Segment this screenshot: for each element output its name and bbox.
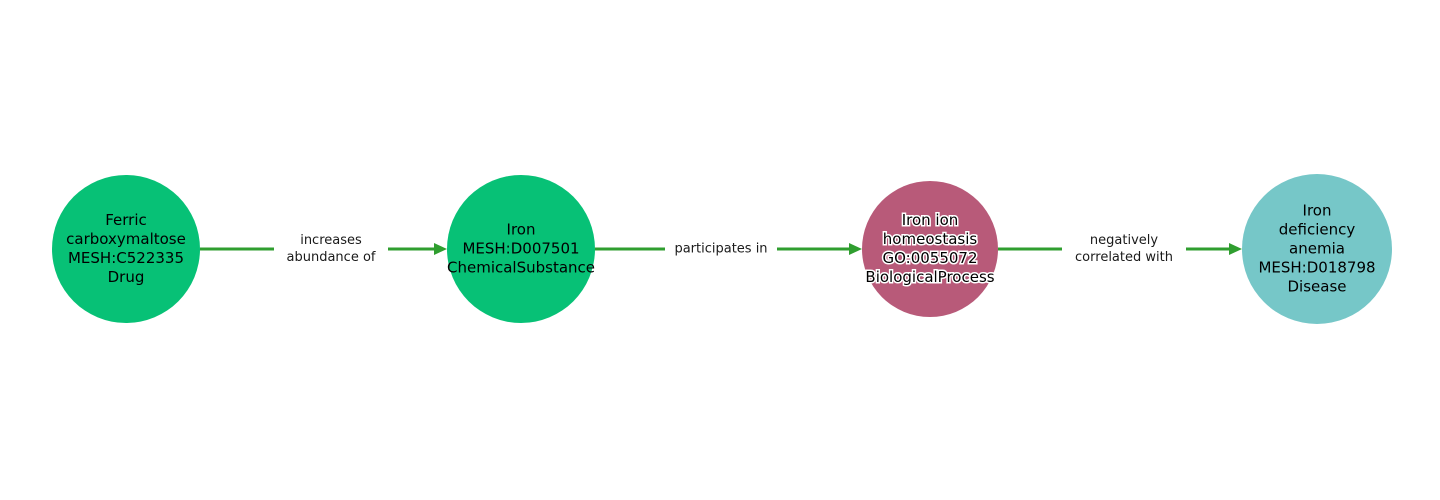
- graph-node-iron-deficiency-anemia[interactable]: [1242, 174, 1392, 324]
- edge-arrowhead-icon: [1229, 243, 1242, 255]
- edge-arrowhead-icon: [434, 243, 447, 255]
- node-layer: [52, 174, 1392, 324]
- graph-edge: [998, 243, 1242, 255]
- graph-node-ferric-carboxymaltose[interactable]: [52, 175, 200, 323]
- edge-arrowhead-icon: [849, 243, 862, 255]
- graph-edge: [200, 243, 447, 255]
- graph-edge: [595, 243, 862, 255]
- edge-layer: [200, 243, 1242, 255]
- graph-node-iron[interactable]: [447, 175, 595, 323]
- graph-node-iron-ion-homeostasis[interactable]: [862, 181, 998, 317]
